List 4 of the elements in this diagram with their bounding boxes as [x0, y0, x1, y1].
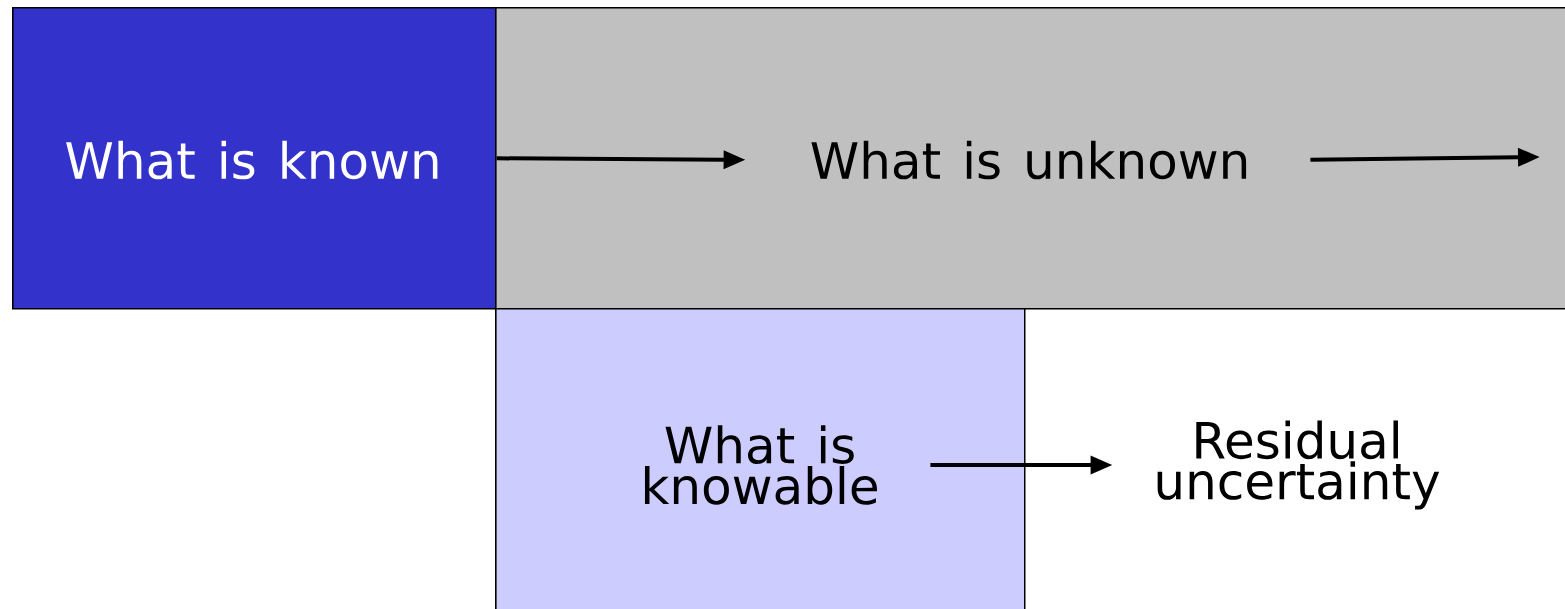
text-box: What is known — [12, 7, 497, 310]
label-text: Residual uncertainty — [1157, 420, 1440, 510]
text-box: What is unknown — [495, 7, 1565, 310]
text-box: What is knowable — [495, 308, 1026, 609]
